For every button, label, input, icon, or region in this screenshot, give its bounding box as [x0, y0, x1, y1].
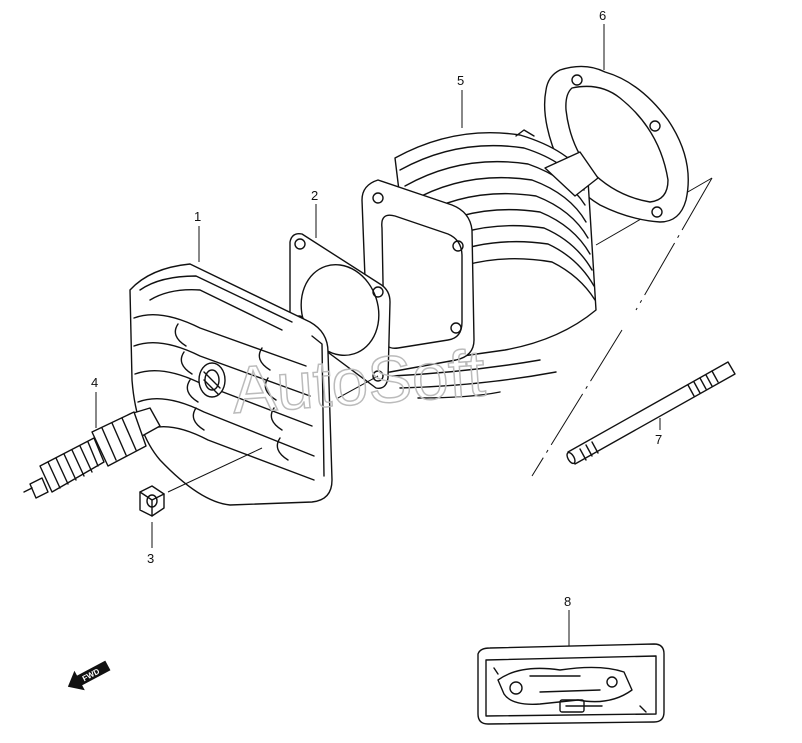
gasket-set	[477, 643, 665, 725]
fwd-arrow-icon: FWD	[67, 660, 111, 691]
callout-4: 4	[91, 375, 98, 390]
cylinder-head	[129, 263, 333, 506]
spark-plug	[23, 407, 161, 499]
callout-7: 7	[655, 432, 662, 447]
callout-2: 2	[311, 188, 318, 203]
callout-6: 6	[599, 8, 606, 23]
callouts: 1 2 3 4 5 6 7 8	[91, 8, 662, 609]
leader-lines	[95, 24, 661, 646]
nut	[139, 485, 165, 517]
callout-8: 8	[564, 594, 571, 609]
callout-1: 1	[194, 209, 201, 224]
stud-bolt	[566, 361, 736, 465]
callout-3: 3	[147, 551, 154, 566]
watermark: AutoSoft	[230, 335, 488, 426]
callout-5: 5	[457, 73, 464, 88]
